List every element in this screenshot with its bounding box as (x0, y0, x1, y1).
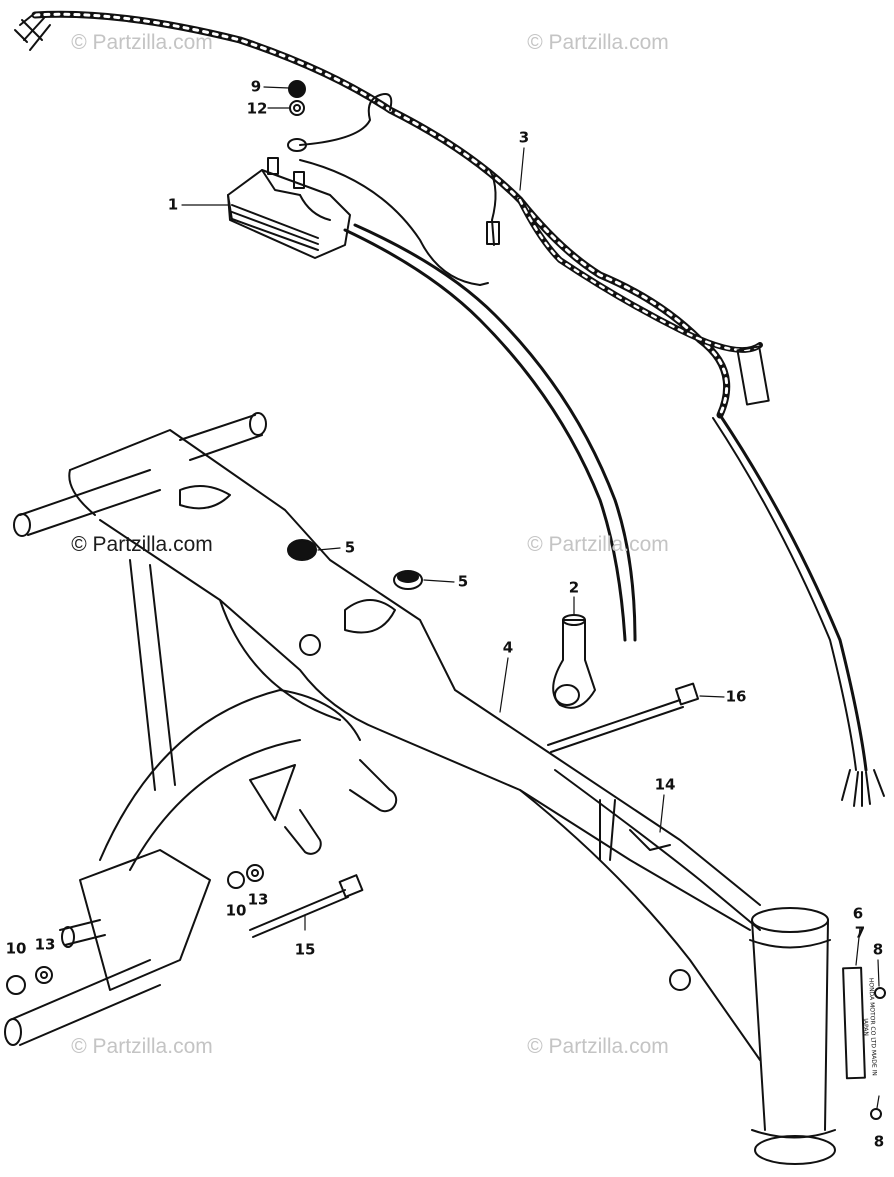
callout-10[interactable]: 10 (225, 901, 247, 920)
callout-2[interactable]: 2 (568, 578, 580, 597)
callout-8[interactable]: 8 (872, 940, 884, 959)
callout-14[interactable]: 14 (654, 775, 676, 794)
callout-4[interactable]: 4 (502, 638, 514, 657)
name-plate (842, 966, 866, 1080)
leader-lines (181, 86, 880, 1109)
fasteners (6, 80, 886, 1120)
callout-16[interactable]: 16 (725, 687, 747, 706)
callout-1[interactable]: 1 (167, 195, 179, 214)
callout-9[interactable]: 9 (250, 77, 262, 96)
grommets (287, 539, 423, 590)
callout-13[interactable]: 13 (34, 935, 56, 954)
bolts (249, 682, 700, 938)
callout-8[interactable]: 8 (873, 1132, 885, 1151)
main-frame (4, 412, 836, 1165)
callout-5[interactable]: 5 (344, 538, 356, 557)
callout-10[interactable]: 10 (5, 939, 27, 958)
wire-harness (14, 10, 885, 807)
callout-5[interactable]: 5 (457, 572, 469, 591)
callout-6[interactable]: 6 (852, 904, 864, 923)
spark-plug-cap (552, 614, 596, 709)
callout-13[interactable]: 13 (247, 890, 269, 909)
watermark: © Partzilla.com (71, 31, 213, 54)
callout-12[interactable]: 12 (246, 99, 268, 118)
watermark: © Partzilla.com (71, 533, 213, 556)
ignition-coil (227, 157, 637, 642)
watermark: © Partzilla.com (527, 31, 669, 54)
callout-15[interactable]: 15 (294, 940, 316, 959)
watermark: © Partzilla.com (71, 1035, 213, 1058)
watermark: © Partzilla.com (527, 1035, 669, 1058)
watermark: © Partzilla.com (527, 533, 669, 556)
callout-3[interactable]: 3 (518, 128, 530, 147)
callout-7[interactable]: 7 (854, 923, 866, 942)
